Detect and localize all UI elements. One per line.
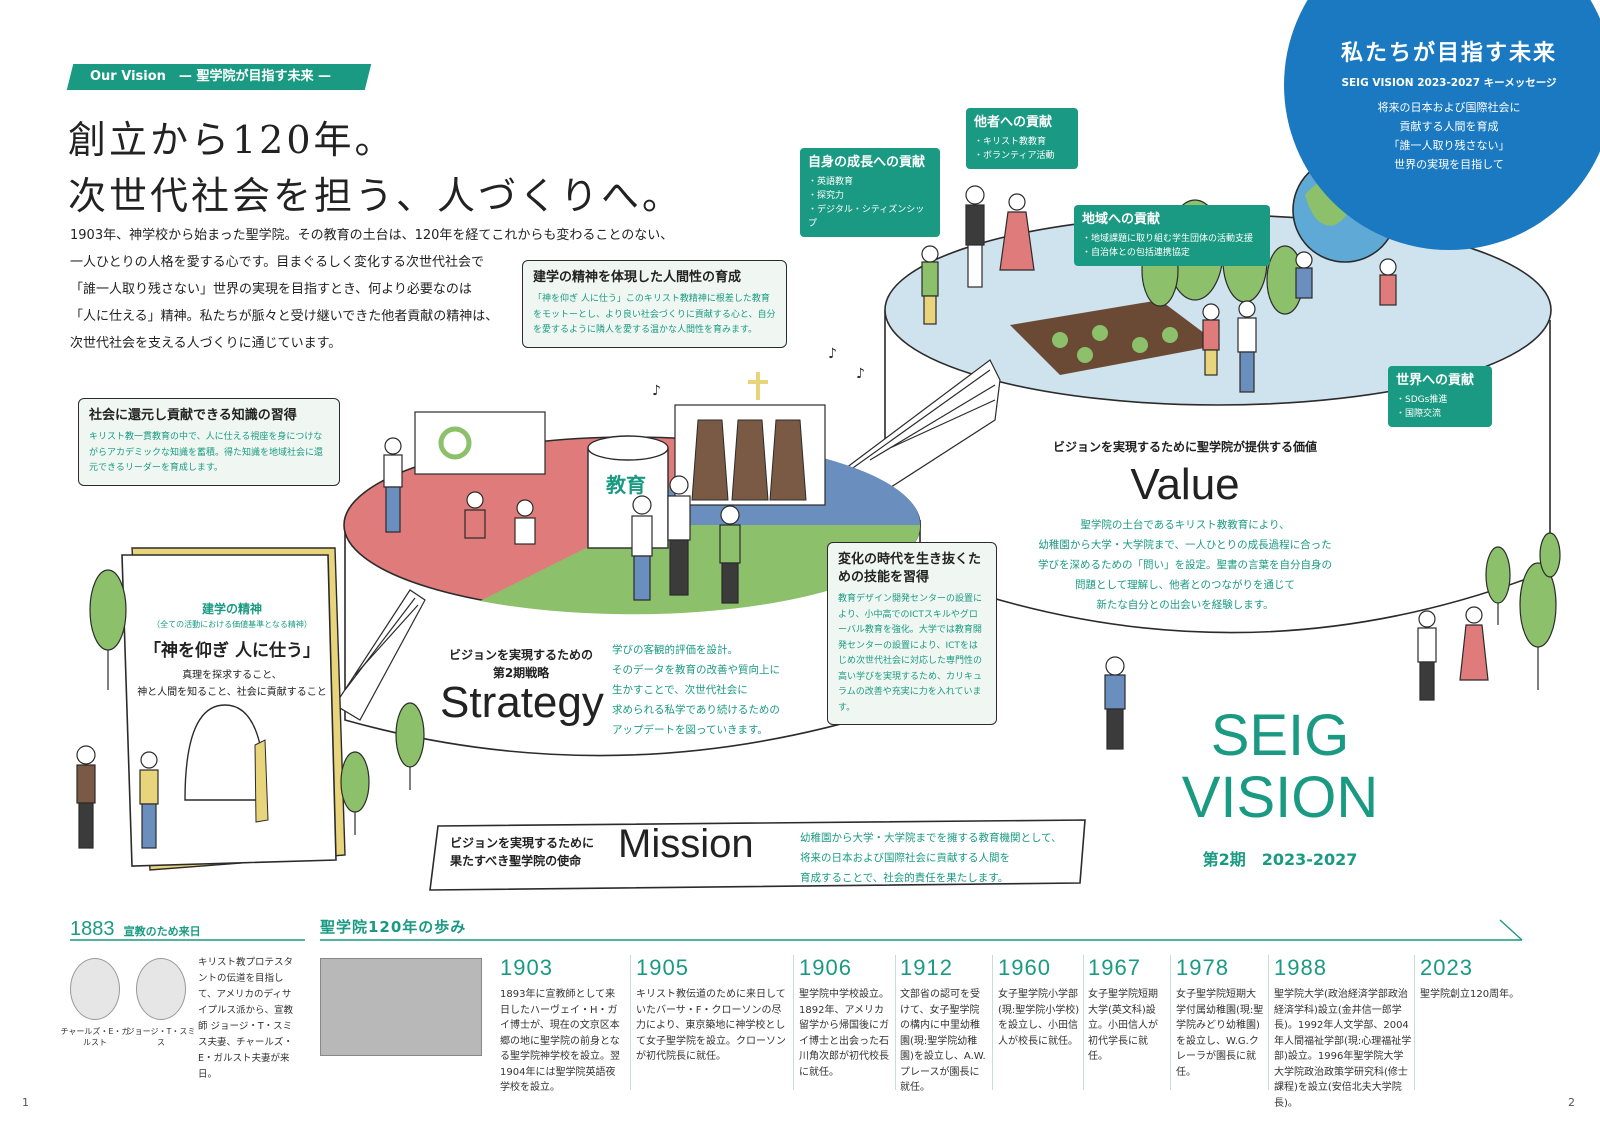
lower-stairs (334, 589, 426, 721)
page-number-right: 2 (1568, 1096, 1575, 1109)
section-tag: Our Vision — 聖学院が目指す未来 — (66, 64, 372, 90)
page-number-left: 1 (22, 1096, 29, 1109)
seig-period: 第2期 2023-2027 (1202, 850, 1358, 869)
value-word: Value (1130, 460, 1240, 509)
founding-spirit: 建学の精神 （全ての活動における価値基準となる精神） 「神を仰ぎ 人に仕う」 真… (132, 600, 332, 701)
mission-body: 幼稚園から大学・大学院までを擁する教育機関として、 将来の日本および国際社会に貢… (800, 832, 1062, 884)
strategy-body: 学びの客観的評価を設計。 そのデータを教育の改善や質向上に 生かすことで、次世代… (612, 644, 780, 736)
value-body: 聖学院の土台であるキリスト教教育により、 幼稚園から大学・大学院まで、一人ひとり… (1038, 519, 1332, 611)
balloon-knowledge: 社会に還元し貢献できる知識の習得 キリスト教一貫教育の中で、人に仕える視座を身に… (78, 398, 340, 486)
timeline-title: 聖学院120年の歩み (320, 918, 467, 936)
value-heading: ビジョンを実現するために聖学院が提供する価値 (1052, 440, 1317, 454)
page-headline: 創立から120年。 次世代社会を担う、人づくりへ。 (68, 112, 683, 224)
circle-subtitle: SEIG VISION 2023-2027 キーメッセージ (1341, 77, 1557, 89)
contrib-local: 地域への貢献 ・地域課題に取り組む学生団体の活動支援 ・自治体との包括連携協定 (1074, 205, 1270, 266)
contrib-world: 世界への貢献 ・SDGs推進 ・国際交流 (1388, 366, 1492, 427)
farm-field (1010, 300, 1220, 375)
mission-box (429, 819, 1086, 891)
intro-text: 1903年、神学校から始まった聖学院。その教育の土台は、120年を経てこれからも… (70, 228, 674, 351)
svg-text:♪: ♪ (856, 366, 865, 382)
mission-heading: ビジョンを実現するために 果たすべき聖学院の使命 (450, 836, 595, 868)
portrait-smith (136, 958, 186, 1020)
svg-text:♪: ♪ (652, 383, 661, 399)
mission-word: Mission (618, 822, 754, 866)
headline-line-2: 次世代社会を担う、人づくりへ。 (68, 174, 684, 218)
strategy-heading: ビジョンを実現するための 第2期戦略 (448, 648, 593, 680)
contrib-others: 他者への貢献 ・キリスト教教育 ・ボランティア活動 (966, 108, 1078, 169)
circle-title: 私たちが目指す未来 (1340, 41, 1557, 66)
portrait-galst (70, 958, 120, 1020)
contrib-self: 自身の成長への貢献 ・英語教育 ・探究力 ・デジタル・シティズンシップ (800, 148, 940, 237)
historic-photo (320, 958, 482, 1056)
book (121, 547, 346, 871)
seig-vision-title: SEIG VISION (1181, 703, 1379, 830)
history-1883-body: キリスト教プロテスタントの伝道を目指して、アメリカのディサイプルス派から、宣教師… (198, 957, 294, 1080)
history-1883-heading: 1883 宣教のため来日 (70, 918, 201, 940)
headline-line-1: 創立から120年。 (68, 118, 396, 162)
education-cylinder (587, 435, 669, 549)
founding-motto: 「神を仰ぎ 人に仕う」 (144, 641, 320, 661)
svg-text:♪: ♪ (828, 346, 837, 362)
strategy-word: Strategy (440, 678, 604, 727)
balloon-humanity: 建学の精神を体現した人間性の育成 「神を仰ぎ 人に仕う」このキリスト教精神に根差… (522, 260, 787, 348)
balloon-skills: 変化の時代を生き抜くための技能を習得 教育デザイン開発センターの設置により、小中… (827, 542, 997, 725)
education-label: 教育 (606, 473, 646, 497)
